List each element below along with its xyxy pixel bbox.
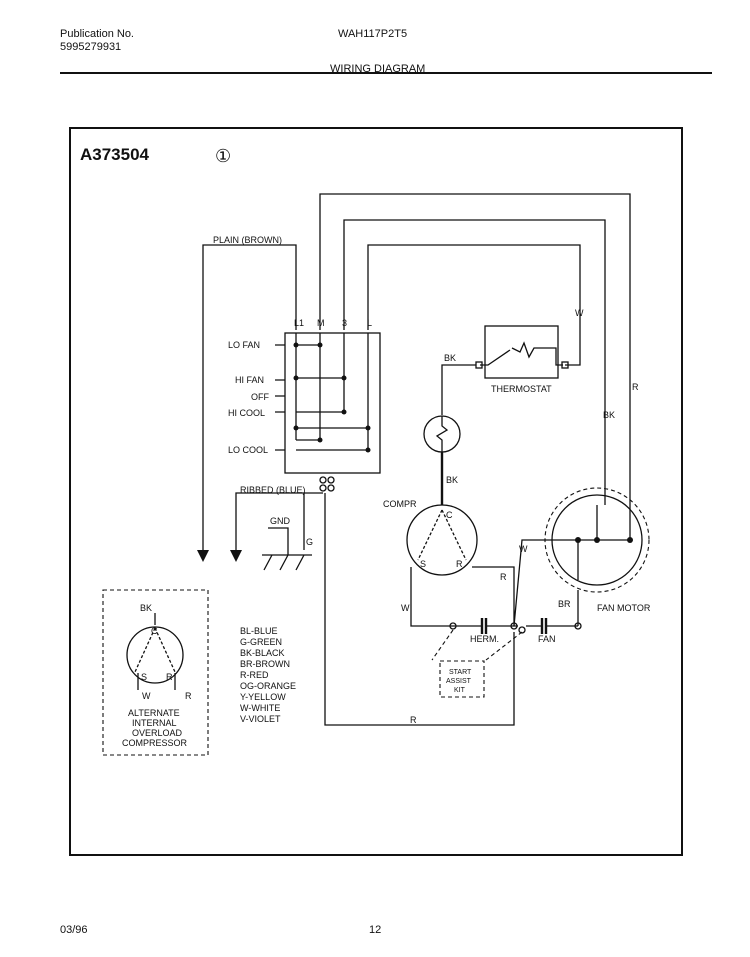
wire-bk-label-1: BK (444, 353, 456, 363)
alt-bk-label: BK (140, 603, 152, 613)
wire-bk-label-2: BK (446, 475, 458, 485)
wire-l-to-thermostat (367, 244, 581, 366)
ground-wire-label: G (306, 537, 313, 547)
wire-bk-thermostat (441, 364, 476, 415)
capacitor-herm-label: HERM. (470, 634, 499, 644)
footer-date: 03/96 (60, 924, 88, 936)
wire-bk-label-right: BK (603, 410, 615, 420)
switch-lo-fan: LO FAN (228, 340, 260, 350)
diagram-code: A373504 (80, 145, 150, 164)
compressor (406, 504, 478, 576)
wire-r-bottom (324, 493, 515, 726)
alt-wire-w-label: W (142, 691, 151, 701)
header-rule (60, 72, 712, 74)
wire-w-label-left: W (401, 603, 410, 613)
alternate-compressor (126, 626, 184, 684)
terminal-l: L (367, 318, 372, 328)
selector-switch (284, 332, 381, 474)
alt-windings (134, 627, 176, 673)
compr-terminal-s: S (420, 559, 426, 569)
fan-motor-windings (555, 505, 631, 580)
thermostat-label: THERMOSTAT (491, 384, 552, 394)
wire-r-label-compr: R (500, 572, 507, 582)
wire-r-label-bottom: R (410, 715, 417, 725)
compressor-wires (410, 539, 555, 627)
alt-terminal-r: R (166, 672, 173, 682)
switch-contacts-vertical (295, 333, 369, 450)
compressor-label: COMPR (383, 499, 417, 509)
plain-wire (202, 244, 297, 555)
compr-terminal-c: C (446, 510, 453, 520)
alt-terminal-s: S (141, 672, 147, 682)
capacitor-fan-label: FAN (538, 634, 556, 644)
legend-blue: BL-BLUE (240, 626, 278, 636)
wire-w-label-top: W (575, 308, 584, 318)
alternate-line-4: COMPRESSOR (122, 738, 188, 748)
legend-black: BK-BLACK (240, 648, 285, 658)
page-number: 12 (369, 924, 382, 936)
switch-lo-cool: LO COOL (228, 445, 268, 455)
legend-red: R-RED (240, 670, 269, 680)
wire-w-label-fan: W (519, 544, 528, 554)
alt-wire-r-label: R (185, 691, 192, 701)
ribbed-wire-arrow (230, 550, 242, 562)
legend-green: G-GREEN (240, 637, 282, 647)
terminal-m: M (317, 318, 325, 328)
terminal-l1: L1 (294, 318, 304, 328)
diagram-frame (69, 127, 683, 856)
alt-leads (137, 673, 176, 690)
ribbed-wire-label: RIBBED (BLUE) (240, 485, 306, 495)
alternate-line-1: ALTERNATE (128, 708, 180, 718)
thermostat-box (484, 325, 559, 379)
ground-symbol (262, 493, 312, 571)
switch-position-ticks (275, 344, 285, 451)
alt-terminal-c: C (151, 626, 158, 636)
thermostat-contact (480, 341, 563, 366)
wire-br-label: BR (558, 599, 571, 609)
legend-yellow: Y-YELLOW (240, 692, 286, 702)
publication-label: Publication No. (60, 28, 134, 40)
capacitor-plates (480, 618, 548, 634)
compressor-windings (417, 509, 467, 561)
alternate-line-2: INTERNAL (132, 718, 177, 728)
legend-orange: OG-ORANGE (240, 681, 296, 691)
publication-number: 5995279931 (60, 41, 122, 53)
compr-terminal-r: R (456, 559, 463, 569)
start-assist-kit (439, 660, 485, 698)
wire-3-to-fan (343, 219, 606, 505)
switch-hi-cool: HI COOL (228, 408, 265, 418)
ground-label: GND (270, 516, 291, 526)
ribbed-wire (235, 492, 323, 555)
switch-hi-fan: HI FAN (235, 375, 264, 385)
overload-element (435, 416, 449, 452)
alternate-compressor-box (102, 589, 209, 756)
plain-wire-label: PLAIN (BROWN) (213, 235, 282, 245)
fan-motor-label: FAN MOTOR (597, 603, 651, 613)
switch-off: OFF (251, 392, 269, 402)
legend-white: W-WHITE (240, 703, 280, 713)
start-assist-line-3: KIT (454, 687, 466, 694)
legend-violet: V-VIOLET (240, 714, 281, 724)
wire-m-to-fan (319, 193, 631, 505)
alternate-line-3: OVERLOAD (132, 728, 183, 738)
legend-brown: BR-BROWN (240, 659, 290, 669)
start-assist-line-2: ASSIST (446, 678, 472, 685)
start-assist-line-1: START (449, 669, 472, 676)
fan-motor (551, 494, 643, 586)
wire-r-label-right: R (632, 382, 639, 392)
circled-number: ① (215, 146, 231, 166)
model-number: WAH117P2T5 (338, 28, 408, 40)
plain-wire-arrow (197, 550, 209, 562)
fan-motor-housing (544, 487, 650, 593)
start-assist-leads (431, 629, 523, 661)
terminal-3: 3 (342, 318, 347, 328)
switch-contacts-horizontal (296, 344, 368, 451)
